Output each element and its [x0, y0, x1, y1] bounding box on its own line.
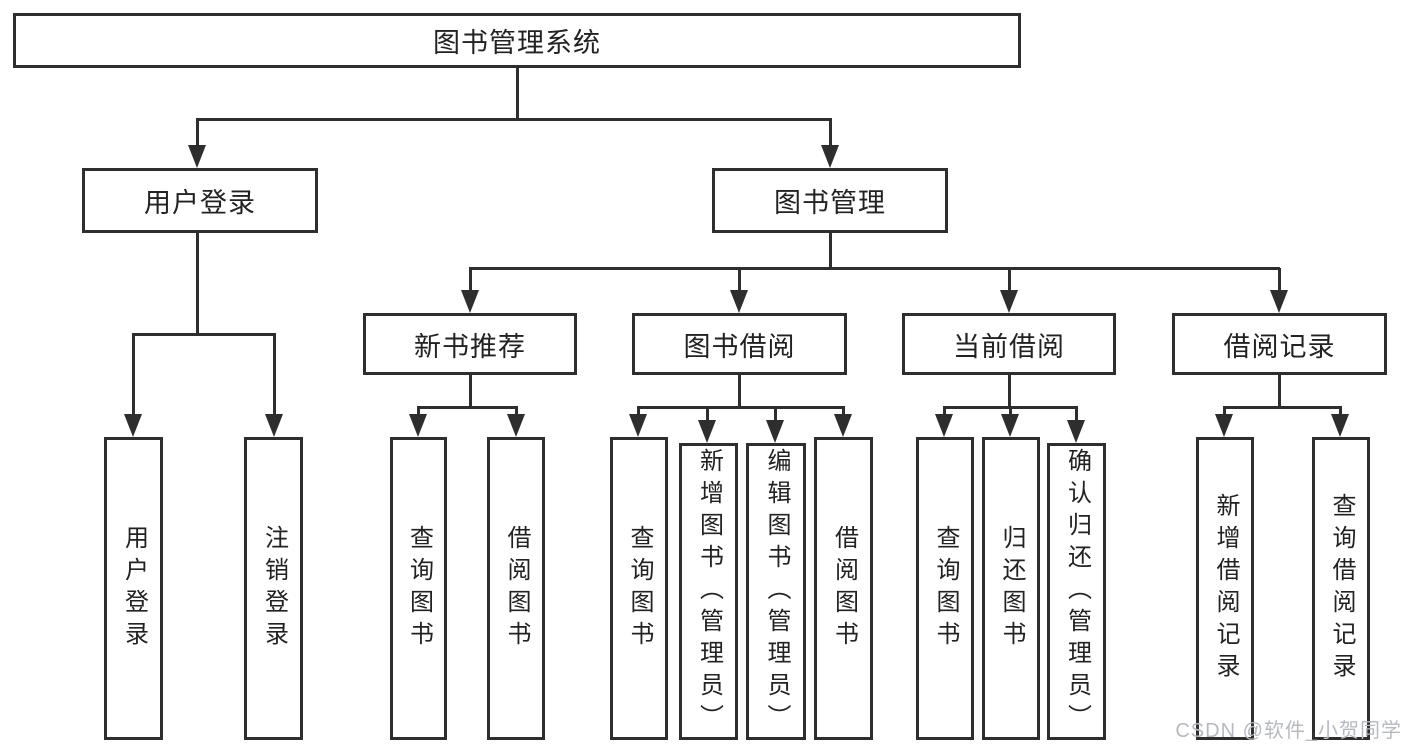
- connector-line-v: [1278, 373, 1281, 409]
- connector-line-h: [132, 333, 276, 336]
- connector-line-v: [196, 119, 199, 148]
- node-borrow-records-label: 借阅记录: [1223, 331, 1336, 362]
- leaf-user-login-label: 用户登录: [120, 524, 148, 653]
- arrow-down-icon: [124, 414, 142, 437]
- connector-line-v: [273, 334, 276, 417]
- node-book-management-label: 图书管理: [774, 188, 886, 218]
- connector-line-v: [515, 407, 518, 417]
- connector-line-v: [516, 66, 519, 121]
- connector-line-h: [196, 118, 832, 121]
- leaf-borrow-books-recommend-label: 借阅图书: [503, 524, 530, 653]
- leaf-add-book-admin-label: 新增图书（管理员）: [695, 447, 723, 736]
- arrow-down-icon: [265, 414, 283, 437]
- leaf-borrow-books-recommend: 借阅图书: [487, 437, 545, 740]
- connector-line-v: [417, 407, 420, 417]
- connector-line-v: [774, 407, 777, 423]
- leaf-query-borrow-record-label: 查询借阅记录: [1328, 492, 1355, 685]
- node-root-label: 图书管理系统: [433, 28, 601, 58]
- leaf-confirm-return-admin: 确认归还（管理员）: [1047, 443, 1106, 740]
- connector-line-h: [1223, 406, 1342, 409]
- node-current-borrow-label: 当前借阅: [953, 331, 1065, 362]
- connector-line-v: [1008, 268, 1011, 293]
- arrow-down-icon: [461, 290, 479, 313]
- leaf-edit-book-admin-label: 编辑图书（管理员）: [763, 447, 790, 736]
- node-book-borrow-label: 图书借阅: [683, 331, 796, 362]
- connector-line-h: [637, 406, 845, 409]
- arrow-down-icon: [698, 420, 716, 443]
- arrow-down-icon: [935, 414, 953, 437]
- node-new-book-recommend: 新书推荐: [363, 313, 577, 375]
- connector-line-v: [196, 231, 199, 336]
- connector-line-v: [738, 268, 741, 293]
- connector-line-v: [469, 268, 472, 293]
- node-book-management: 图书管理: [712, 168, 948, 233]
- node-current-borrow: 当前借阅: [902, 313, 1116, 375]
- leaf-confirm-return-admin-label: 确认归还（管理员）: [1063, 447, 1091, 736]
- node-user-login-label: 用户登录: [144, 188, 256, 218]
- node-root: 图书管理系统: [13, 13, 1021, 68]
- arrow-down-icon: [1331, 414, 1349, 437]
- leaf-add-borrow-record: 新增借阅记录: [1196, 437, 1254, 740]
- leaf-query-books-recommend-label: 查询图书: [405, 524, 433, 653]
- leaf-query-books-recommend: 查询图书: [390, 437, 447, 740]
- arrow-down-icon: [834, 414, 852, 437]
- arrow-down-icon: [629, 414, 647, 437]
- node-user-login: 用户登录: [82, 168, 318, 233]
- connector-line-v: [132, 334, 135, 417]
- connector-line-v: [1339, 407, 1342, 417]
- leaf-edit-book-admin: 编辑图书（管理员）: [746, 443, 806, 740]
- arrow-down-icon: [766, 420, 784, 443]
- leaf-borrow-books-label: 借阅图书: [830, 524, 858, 653]
- leaf-query-books-borrow: 查询图书: [610, 437, 668, 740]
- watermark-text: CSDN @软件_小贺同学: [1175, 720, 1402, 742]
- arrow-down-icon: [409, 414, 427, 437]
- connector-line-v: [829, 119, 832, 148]
- connector-line-h: [469, 267, 1280, 270]
- connector-line-v: [842, 407, 845, 417]
- arrow-down-icon: [1000, 290, 1018, 313]
- leaf-query-books-current: 查询图书: [916, 437, 974, 740]
- node-new-book-recommend-label: 新书推荐: [414, 331, 526, 362]
- connector-line-v: [1223, 407, 1226, 417]
- leaf-query-borrow-record: 查询借阅记录: [1312, 437, 1370, 740]
- connector-line-v: [829, 231, 832, 270]
- leaf-user-login: 用户登录: [104, 437, 163, 740]
- connector-line-v: [1009, 407, 1012, 417]
- leaf-logout: 注销登录: [244, 437, 303, 740]
- leaf-borrow-books: 借阅图书: [814, 437, 873, 740]
- leaf-add-borrow-record-label: 新增借阅记录: [1212, 492, 1239, 685]
- connector-line-v: [1075, 407, 1078, 423]
- arrow-down-icon: [188, 145, 206, 168]
- connector-line-v: [1278, 268, 1281, 293]
- connector-line-v: [738, 373, 741, 409]
- arrow-down-icon: [1270, 290, 1288, 313]
- connector-line-v: [469, 373, 472, 409]
- connector-line-v: [1008, 373, 1011, 409]
- arrow-down-icon: [507, 414, 525, 437]
- node-borrow-records: 借阅记录: [1172, 313, 1387, 375]
- leaf-query-books-borrow-label: 查询图书: [626, 524, 653, 653]
- leaf-add-book-admin: 新增图书（管理员）: [679, 443, 738, 740]
- connector-line-h: [417, 406, 518, 409]
- connector-line-v: [637, 407, 640, 417]
- arrow-down-icon: [1001, 414, 1019, 437]
- arrow-down-icon: [821, 145, 839, 168]
- arrow-down-icon: [1215, 414, 1233, 437]
- arrow-down-icon: [1067, 420, 1085, 443]
- connector-line-v: [943, 407, 946, 417]
- node-book-borrow: 图书借阅: [632, 313, 847, 375]
- leaf-return-book: 归还图书: [982, 437, 1040, 740]
- connector-line-v: [706, 407, 709, 423]
- arrow-down-icon: [730, 290, 748, 313]
- leaf-return-book-label: 归还图书: [998, 524, 1025, 653]
- leaf-query-books-current-label: 查询图书: [932, 524, 959, 653]
- leaf-logout-label: 注销登录: [260, 524, 288, 653]
